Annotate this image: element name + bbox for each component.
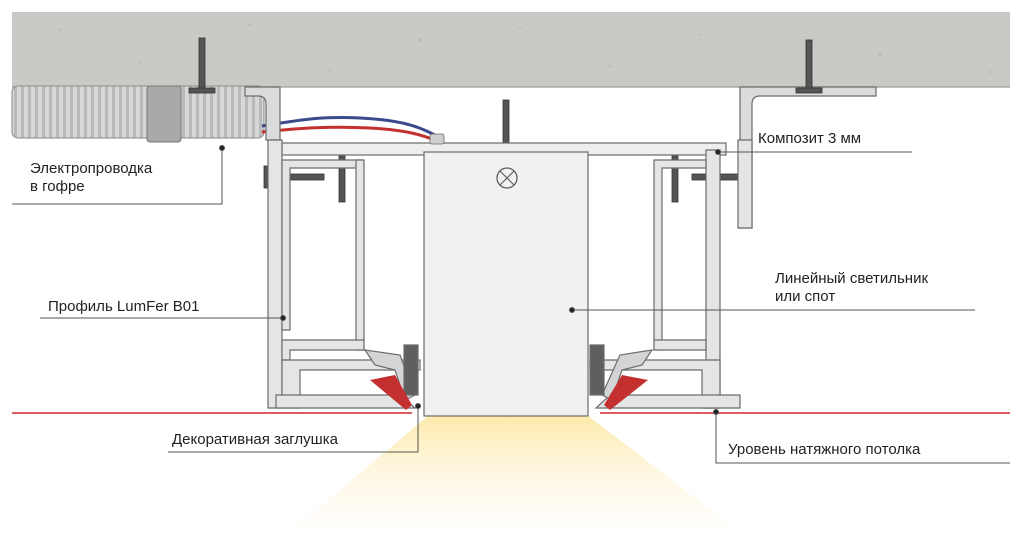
label-composite: Композит 3 мм bbox=[758, 130, 862, 147]
label-profile: Профиль LumFer B01 bbox=[48, 298, 200, 315]
ceiling-screws bbox=[188, 37, 823, 203]
profile-left bbox=[267, 139, 421, 410]
profile-right bbox=[589, 139, 753, 410]
label-ceiling-level: Уровень натяжного потолка bbox=[728, 441, 921, 458]
wire-connector bbox=[429, 133, 445, 145]
luminaire-body bbox=[423, 151, 589, 417]
label-luminaire-line2: или спот bbox=[775, 288, 836, 305]
label-plug: Декоративная заглушка bbox=[172, 431, 338, 448]
leader-lines bbox=[12, 145, 1010, 464]
label-luminaire-line1: Линейный светильник bbox=[775, 270, 929, 287]
corrugated-conduit bbox=[11, 85, 265, 143]
fixing-screw-head bbox=[496, 167, 518, 189]
concrete-slab bbox=[12, 12, 1010, 88]
wires bbox=[261, 115, 441, 144]
label-wiring-line2: в гофре bbox=[30, 178, 85, 195]
label-wiring-line1: Электропроводка bbox=[30, 160, 153, 177]
light-beam bbox=[290, 416, 740, 532]
